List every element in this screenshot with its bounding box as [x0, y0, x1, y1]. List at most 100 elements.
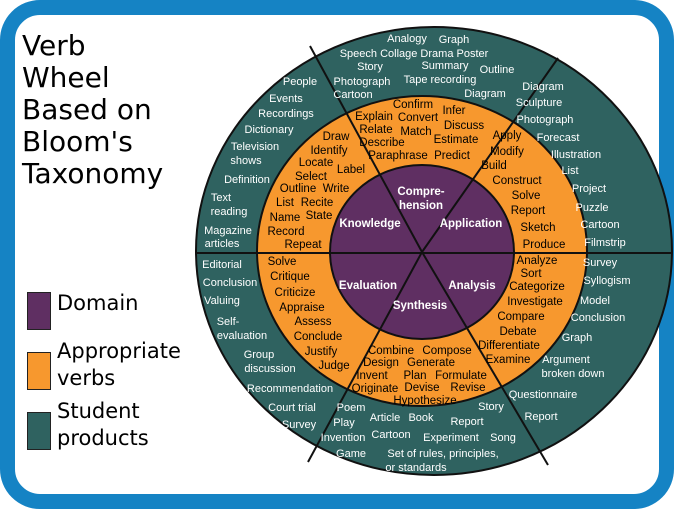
- verb: Judge: [318, 360, 349, 372]
- product: or standards: [385, 462, 447, 474]
- verb: Record: [267, 226, 304, 238]
- products-synthesis: Poem Story Play Article Book Report Inve…: [321, 401, 516, 474]
- legend-label: products: [57, 426, 149, 450]
- product: Survey: [282, 419, 317, 431]
- product: Forecast: [537, 132, 580, 144]
- title-line: Taxonomy: [22, 157, 164, 190]
- verb: Conclude: [294, 331, 343, 343]
- product: Outline: [480, 64, 515, 76]
- verb: Design: [363, 357, 399, 369]
- verbs-knowledge: Draw Identify Label Locate Select Outlin…: [267, 131, 365, 251]
- product: Recordings: [258, 108, 314, 120]
- verb: State: [306, 210, 333, 222]
- domain-comprehension: Compre-: [397, 186, 444, 198]
- verb: Formulate: [435, 370, 487, 382]
- product: Analogy: [387, 33, 427, 45]
- verb: Recite: [301, 197, 334, 209]
- verbs-analysis: Analyze Sort Categorize Investigate Comp…: [478, 255, 565, 366]
- product: Cartoon: [580, 219, 619, 231]
- verb: Revise: [450, 382, 485, 394]
- verb: Locate: [299, 157, 334, 169]
- verb: Outline: [280, 183, 316, 195]
- verb: Match: [400, 126, 431, 138]
- verb: Apply: [493, 130, 522, 142]
- title-line: Based on: [22, 93, 152, 126]
- product: Conclusion: [203, 277, 257, 289]
- product: Poem: [337, 402, 366, 414]
- domain-knowledge: Knowledge: [339, 218, 400, 230]
- product: Tape recording: [404, 74, 477, 86]
- product: Conclusion: [571, 312, 625, 324]
- verb: Hypothesize: [393, 395, 456, 407]
- legend-label: Appropriate: [57, 339, 181, 363]
- product: Group: [244, 349, 275, 361]
- product: Text: [211, 192, 231, 204]
- verb: Build: [481, 160, 507, 172]
- verb: Invent: [356, 370, 388, 382]
- product: Self-: [217, 316, 240, 328]
- verb: Name: [270, 212, 301, 224]
- product: Game: [336, 448, 366, 460]
- verb: Report: [511, 205, 546, 217]
- verb: Solve: [512, 190, 541, 202]
- verb: Draw: [323, 131, 351, 143]
- product: Story: [357, 61, 383, 73]
- products-comprehension: Analogy Graph Speech Collage Drama Poste…: [333, 33, 514, 101]
- verb: Generate: [407, 357, 455, 369]
- domain-analysis: Analysis: [448, 280, 495, 292]
- products-knowledge: People Events Recordings Dictionary Tele…: [204, 76, 317, 250]
- product: reading: [211, 206, 248, 218]
- verbs-evaluation: Solve Critique Criticize Appraise Assess…: [268, 256, 350, 372]
- verb: Predict: [434, 150, 471, 162]
- verb: Plan: [403, 370, 426, 382]
- product: Speech Collage Drama Poster: [340, 48, 489, 60]
- product: Magazine: [204, 225, 252, 237]
- product: Argument: [542, 354, 590, 366]
- verb: Select: [295, 171, 328, 183]
- product: Questionnaire: [509, 389, 578, 401]
- product: Book: [408, 412, 434, 424]
- domain-application: Application: [440, 218, 503, 230]
- product: Report: [450, 416, 483, 428]
- product: Valuing: [204, 295, 240, 307]
- product: Dictionary: [245, 124, 294, 136]
- product: broken down: [542, 368, 605, 380]
- legend-item-verbs: Appropriate verbs: [27, 338, 181, 392]
- verb: Modify: [490, 146, 524, 158]
- product: Sculpture: [516, 97, 562, 109]
- product: Diagram: [522, 81, 564, 93]
- verb: Estimate: [434, 134, 479, 146]
- verb: List: [276, 197, 295, 209]
- product: Events: [269, 93, 303, 105]
- verb: Debate: [499, 326, 536, 338]
- verb: Compose: [422, 345, 471, 357]
- legend-swatch-verbs: [27, 352, 51, 390]
- verb: Criticize: [275, 287, 316, 299]
- verb: Describe: [359, 137, 404, 149]
- verb: Critique: [270, 271, 310, 283]
- title-line: Verb: [22, 29, 86, 62]
- title-line: Wheel: [22, 61, 110, 94]
- product: Graph: [562, 332, 593, 344]
- verb: Solve: [268, 256, 297, 268]
- verb: Construct: [492, 175, 542, 187]
- product: Filmstrip: [584, 237, 626, 249]
- product: Photograph: [334, 76, 391, 88]
- legend-label: Student: [57, 399, 140, 423]
- product: evaluation: [217, 330, 267, 342]
- section-dividers: [196, 45, 672, 466]
- product: Summary: [421, 60, 469, 72]
- product: Invention: [321, 432, 366, 444]
- product: Song: [490, 432, 516, 444]
- product: Definition: [224, 174, 270, 186]
- legend-label: Domain: [57, 291, 139, 315]
- product: Diagram: [464, 88, 506, 100]
- legend: Domain Appropriate verbs Student product…: [27, 290, 181, 458]
- product: Article: [370, 412, 401, 424]
- legend-swatch-products: [27, 412, 51, 450]
- product: Cartoon: [333, 89, 372, 101]
- verb: Assess: [294, 316, 331, 328]
- products-evaluation: Editorial Conclusion Valuing Self- evalu…: [202, 259, 333, 431]
- verb: Originate: [352, 383, 399, 395]
- verb: Combine: [368, 345, 414, 357]
